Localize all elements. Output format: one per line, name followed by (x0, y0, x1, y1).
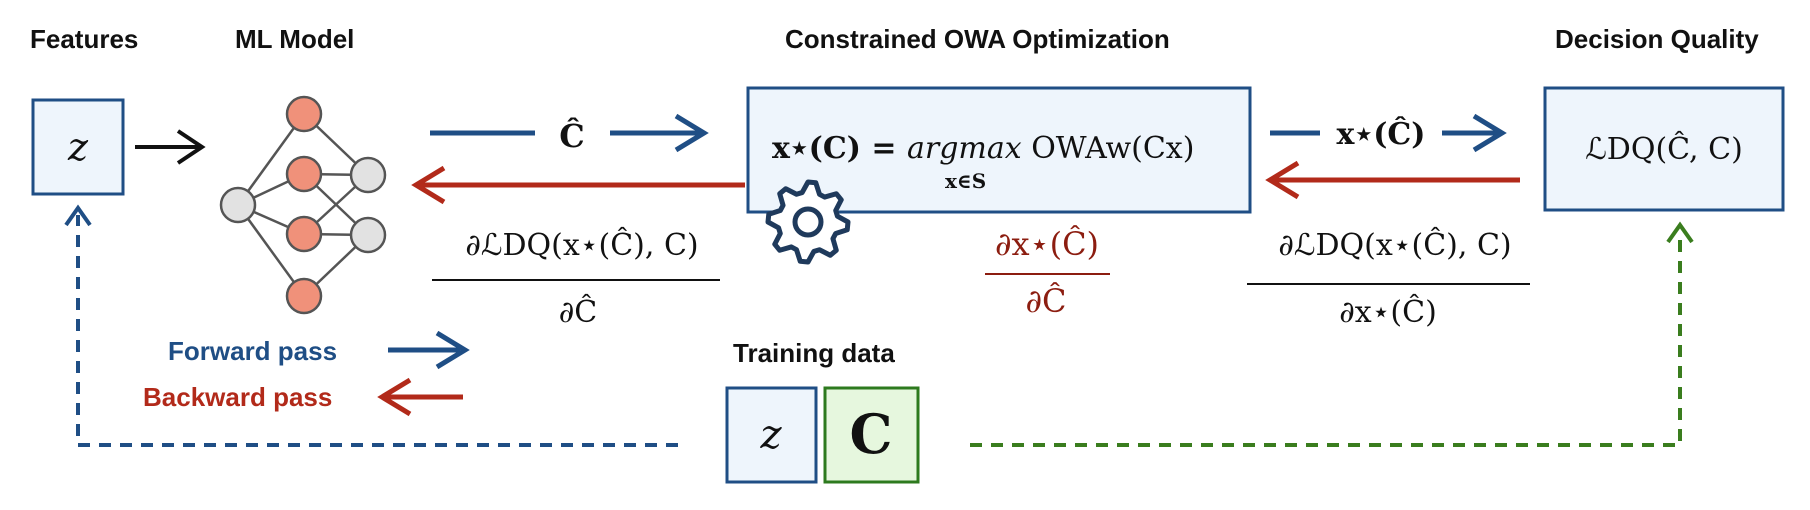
grad-right-numerator: ∂ℒDQ(x⋆(Ĉ), C) (1278, 227, 1511, 263)
grad-right-denominator: ∂x⋆(Ĉ) (1339, 294, 1437, 330)
backward-arrow-right (1265, 160, 1520, 200)
grad-mid-denominator: ∂Ĉ (1025, 282, 1066, 320)
gradient-loss-wrt-xstar: ∂ℒDQ(x⋆(Ĉ), C) ∂x⋆(Ĉ) (1247, 227, 1530, 330)
legend-forward-label: Forward pass (168, 336, 337, 366)
feature-variable: z (67, 125, 89, 169)
decision-quality-box: ℒDQ(Ĉ, C) (1543, 86, 1785, 212)
forward-arrow-chat: Ĉ (430, 113, 709, 155)
header-ml-model: ML Model (235, 24, 354, 54)
gear-icon (765, 179, 851, 265)
gradient-loss-wrt-chat: ∂ℒDQ(x⋆(Ĉ), C) ∂Ĉ (432, 227, 720, 330)
grad-mid-numerator: ∂x⋆(Ĉ) (995, 225, 1099, 263)
features-box: z (31, 98, 125, 196)
grad-left-numerator: ∂ℒDQ(x⋆(Ĉ), C) (465, 227, 698, 263)
optimization-box: x⋆(C) = argmax OWAw(Cx) x∈S (746, 86, 1252, 214)
training-data-z-box: z (725, 386, 818, 484)
header-optimization: Constrained OWA Optimization (785, 24, 1170, 54)
legend: Forward pass Backward pass (143, 330, 470, 417)
opt-formula-left: x⋆(C) = (772, 131, 907, 166)
legend-backward-label: Backward pass (143, 382, 332, 412)
xstar-label: x⋆(Ĉ) (1337, 116, 1426, 152)
training-c-label: C (850, 402, 893, 466)
opt-formula-subscript: x∈S (945, 169, 986, 193)
grad-left-denominator: ∂Ĉ (559, 294, 597, 330)
gradient-x-wrt-chat: ∂x⋆(Ĉ) ∂Ĉ (985, 225, 1110, 320)
forward-arrow-xstar: x⋆(Ĉ) (1270, 113, 1507, 153)
dashed-path-to-dq (970, 221, 1694, 447)
features-to-model-arrow (135, 129, 206, 165)
opt-formula-arg: argmax (907, 131, 1022, 166)
dashed-path-to-features (64, 204, 678, 447)
opt-formula: x⋆(C) = argmax OWAw(Cx) (772, 131, 1194, 166)
header-training-data: Training data (733, 338, 895, 368)
chat-label: Ĉ (559, 117, 584, 155)
training-data-c-box: C (823, 386, 920, 484)
header-decision-quality: Decision Quality (1555, 24, 1759, 54)
backward-arrow-left (411, 165, 745, 205)
opt-formula-right: OWAw(Cx) (1022, 131, 1195, 166)
header-features: Features (30, 24, 138, 54)
training-z-label: z (759, 412, 782, 458)
neural-network-icon (219, 95, 387, 315)
dq-loss-label: ℒDQ(Ĉ, C) (1585, 131, 1743, 167)
